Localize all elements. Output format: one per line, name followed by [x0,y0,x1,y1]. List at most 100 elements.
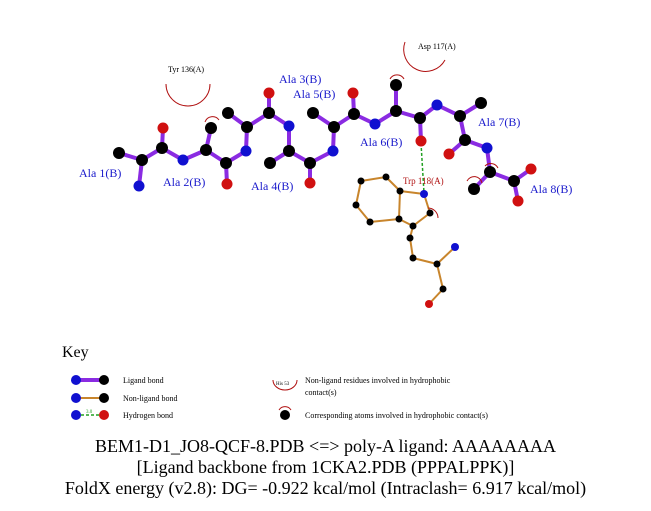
ligand-atoms [113,79,537,207]
oxygen-atom [443,148,455,160]
caption-line-2: [Ligand backbone from 1CKA2.PDB (PPPALPP… [136,457,515,477]
key-hbond-distance: 3.0 [86,410,93,415]
atom-contact-arc [204,116,220,123]
key-hbond: 3.0 Hydrogen bond [71,410,173,420]
key-his-label: His 53 [276,382,290,387]
label-tyr: Tyr 136(A) [168,65,204,74]
carbon-atom [396,187,404,195]
hydrophobic-contacts [165,41,499,219]
key-ligand-bond-label: Ligand bond [123,376,164,385]
carbon-atom [352,201,360,209]
atom-contact-arc [484,163,499,169]
carbon-atom [241,121,253,133]
oxygen-atom [304,177,316,189]
carbon-atom [264,157,276,169]
oxygen-atom [525,163,537,175]
nitrogen-atom [431,99,443,111]
carbon-atom [348,108,360,120]
carbon-atom [406,234,414,242]
carbon-atom [508,175,520,187]
carbon-atom [222,107,234,119]
nonligand-bonds [355,176,456,305]
carbon-atom [426,209,434,217]
carbon-atom [484,166,496,178]
carbon-atom [409,254,417,262]
key-ligand-bond: Ligand bond [71,375,164,385]
oxygen-atom [512,195,524,207]
nitrogen-atom [451,243,459,251]
key-nonligand-bond: Non-ligand bond [71,393,177,403]
carbon-atom [205,122,217,134]
carbon-atom [357,177,365,185]
label-ala8: Ala 8(B) [530,182,572,196]
carbon-atom [136,154,148,166]
oxygen-atom [221,178,233,190]
label-ala5: Ala 5(B) [293,87,335,101]
nitrogen-atom [177,154,189,166]
hydrophobic-residue-labels: Tyr 136(A) Asp 117(A) [168,42,456,74]
carbon-atom [304,157,316,169]
carbon-atom [220,157,232,169]
carbon-atom [395,215,403,223]
trp-contact-arc [427,207,439,219]
carbon-atom [414,112,426,124]
label-asp: Asp 117(A) [418,42,456,51]
carbon-atom [307,107,319,119]
carbon-atom [475,97,487,109]
key-hydrophobic-atom: Corresponding atoms involved in hydropho… [278,406,488,420]
carbon-atom [459,134,471,146]
trp-atoms [352,173,459,308]
residue-labels: Ala 1(B) Ala 2(B) Ala 3(B) Ala 4(B) Ala … [79,72,572,196]
key-title: Key [62,344,89,361]
carbon-atom [454,110,466,122]
atom-contact-arc [389,74,405,80]
carbon-atom [283,145,295,157]
carbon-atom [328,121,340,133]
carbon-atom [468,183,480,195]
carbon-atom [382,173,390,181]
oxygen-atom [415,135,427,147]
atom-contact-arc [466,176,483,184]
carbon-atom [390,105,402,117]
label-ala6: Ala 6(B) [360,135,402,149]
label-ala3: Ala 3(B) [279,72,321,86]
key-hydrophobic-atoms-label: Corresponding atoms involved in hydropho… [305,411,488,420]
nitrogen-atom [481,142,493,154]
carbon-atom [439,285,447,293]
carbon-atom [366,218,374,226]
caption-line-1: BEM1-D1_JO8-QCF-8.PDB <=> poly-A ligand:… [95,436,556,456]
key-nonligand-bond-label: Non-ligand bond [123,394,177,403]
carbon-atom [433,260,441,268]
asp-contact-arc [403,41,446,72]
key-hydrophobic-residues-label: Non-ligand residues involved in hydropho… [305,376,451,385]
oxygen-atom [263,87,275,99]
carbon-atom [156,142,168,154]
nitrogen-atom [420,190,428,198]
caption-line-3: FoldX energy (v2.8): DG= -0.922 kcal/mol… [64,478,587,498]
label-ala4: Ala 4(B) [251,179,293,193]
carbon-atom [390,79,402,91]
nitrogen-atom [369,118,381,130]
carbon-atom [409,222,417,230]
label-ala1: Ala 1(B) [79,166,121,180]
nitrogen-atom [283,120,295,132]
carbon-atom [200,144,212,156]
oxygen-atom [157,122,169,134]
nitrogen-atom [327,145,339,157]
hydrogen-bond [420,142,425,194]
oxygen-atom [425,300,433,308]
key-hydrophobic-residue: His 53 Non-ligand residues involved in h… [272,376,451,397]
label-trp: Trp 118(A) [403,176,444,186]
nonligand-residue-labels: Trp 118(A) [403,176,444,186]
nitrogen-atom [240,145,252,157]
label-ala7: Ala 7(B) [478,115,520,129]
tyr-contact-arc [165,83,211,107]
nitrogen-atom [133,180,145,192]
label-ala2: Ala 2(B) [163,175,205,189]
oxygen-atom [347,87,359,99]
key-hbond-label: Hydrogen bond [123,411,173,420]
carbon-atom [113,147,125,159]
key-hydrophobic-residues-label-2: contact(s) [305,388,337,397]
carbon-atom [263,107,275,119]
